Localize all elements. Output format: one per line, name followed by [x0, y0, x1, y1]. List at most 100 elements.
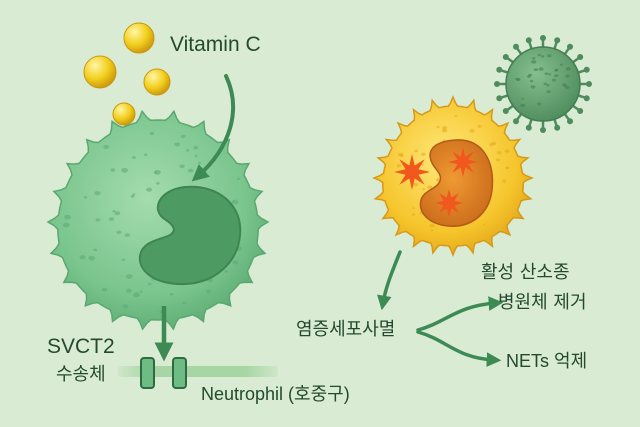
neutrophil-granule	[124, 233, 130, 238]
inflamed-cell-granule	[496, 151, 502, 155]
neutrophil-granule	[126, 274, 133, 279]
inflamed-cell-granule	[469, 129, 475, 133]
inflamed-cell-granule	[414, 149, 419, 153]
neutrophil-granule	[169, 293, 174, 296]
vitamin-c-label: Vitamin C	[170, 33, 261, 56]
neutrophil-granule	[94, 191, 101, 196]
branch-arrow-ros	[416, 296, 504, 332]
neutrophil-granule	[103, 144, 110, 149]
pathogen-spike-tip	[567, 43, 573, 50]
neutrophil-granule	[62, 222, 70, 228]
neutrophil-granule	[139, 290, 143, 293]
neutrophil-granule	[149, 131, 155, 135]
neutrophil-granule	[112, 210, 116, 213]
neutrophil-granule	[131, 156, 136, 159]
pathogen-surface-dot	[530, 85, 536, 89]
neutrophil-granule	[121, 258, 126, 261]
pathogen-spike-tip	[525, 124, 532, 131]
inflamed-cell	[372, 95, 534, 258]
ros-burst	[394, 154, 430, 190]
pathogen-body	[505, 46, 581, 122]
inflamed-cell-granule	[421, 152, 426, 156]
pathogen-surface-dot	[537, 102, 542, 106]
pathogen-spike-tip	[540, 35, 546, 41]
pathogen-spike-tip	[540, 127, 546, 133]
pathogen-surface-dot	[528, 73, 532, 77]
pathogen-spike-tip	[554, 37, 561, 44]
death-arrow	[377, 250, 402, 311]
pathogen-surface-dot	[531, 60, 537, 64]
inflamed-cell-granule	[412, 182, 419, 187]
pathogen-surface-dot	[538, 67, 544, 71]
neutrophil-granule	[224, 270, 229, 273]
inflamed-cell-granule	[491, 141, 497, 145]
vitamin-c-molecules	[83, 22, 171, 126]
pathogen-surface-dot	[547, 54, 552, 58]
nets-suppression-label: NETs 억제	[506, 351, 588, 371]
inflamed-cell-granule	[442, 126, 448, 130]
inflamed-cell-granule	[505, 166, 510, 170]
vitamin-c-molecule	[123, 22, 155, 54]
pathogen-surface-dot	[565, 67, 571, 71]
pathogen-surface-dot	[544, 72, 549, 75]
neutrophil-granule	[83, 196, 88, 199]
neutrophil-granule	[232, 260, 239, 265]
vitamin-c-molecule	[143, 68, 171, 96]
neutrophil-granule	[93, 248, 98, 252]
neutrophil-granule	[95, 218, 101, 222]
inflamed-cell-granule	[430, 229, 434, 232]
pathogen-spike-tip	[554, 124, 561, 131]
inflamed-cell-granule	[504, 149, 510, 153]
neutrophil-granule	[116, 230, 122, 234]
transporter-right-subunit	[172, 357, 187, 389]
neutrophil-granule	[153, 171, 157, 174]
pathogen-spike-tip	[525, 37, 532, 44]
pathogen-spike-tip	[496, 95, 503, 102]
neutrophil-granule	[182, 301, 187, 305]
neutrophil-granule	[133, 292, 140, 298]
neutrophil-granule	[122, 304, 129, 309]
inflamed-cell-granule	[502, 179, 507, 183]
pathogen-spike-tip	[502, 108, 509, 114]
neutrophil-granule	[88, 255, 95, 261]
neutrophil-granule	[110, 168, 116, 172]
neutrophil-granule	[156, 182, 160, 185]
neutrophil-granule	[193, 146, 199, 150]
svct2-label: SVCT2	[47, 335, 115, 358]
neutrophil-granule	[179, 164, 185, 169]
pathogen-surface-dot	[565, 85, 570, 89]
inflamed-cell-granule	[412, 207, 415, 210]
neutrophil-granule	[130, 194, 135, 198]
pathogen-removal-label: 병원체 제거	[498, 292, 587, 313]
pathogen-surface-dot	[565, 74, 570, 78]
branch-arrow-nets	[416, 330, 502, 367]
pathogen-surface-dot	[555, 68, 559, 71]
neutrophil-granule	[125, 288, 132, 293]
neutrophil-granule	[174, 142, 181, 147]
pathogen-spike-tip	[494, 81, 500, 87]
inflamed-cell-granule	[495, 158, 501, 162]
pathogen-surface-dot	[546, 84, 550, 87]
inflammatory-death-label: 염증세포사멸	[296, 319, 396, 340]
pathogen-surface-dot	[541, 55, 545, 58]
inflamed-cell-granule	[421, 163, 425, 166]
pathogen-surface-dot	[515, 77, 520, 81]
pathogen-surface-dot	[520, 103, 526, 108]
ros-burst	[435, 189, 463, 217]
vitamin-c-molecule	[83, 55, 117, 89]
neutrophil-granule	[132, 193, 136, 196]
neutrophil-granule	[114, 211, 121, 216]
neutrophil-granule	[187, 168, 194, 173]
transporter-left-subunit	[140, 357, 155, 389]
neutrophil-granule	[231, 199, 239, 205]
neutrophil-granule	[64, 214, 71, 220]
pathogen-surface-dot	[551, 78, 557, 82]
pathogen-surface-dot	[559, 63, 563, 66]
pathogen-spike-tip	[513, 118, 519, 125]
inflamed-cell-granule	[429, 223, 435, 228]
inflamed-cell-granule	[422, 188, 426, 191]
neutrophil-granule	[186, 149, 190, 152]
neutrophil-granule	[198, 161, 202, 164]
neutrophil-granule	[108, 217, 114, 221]
